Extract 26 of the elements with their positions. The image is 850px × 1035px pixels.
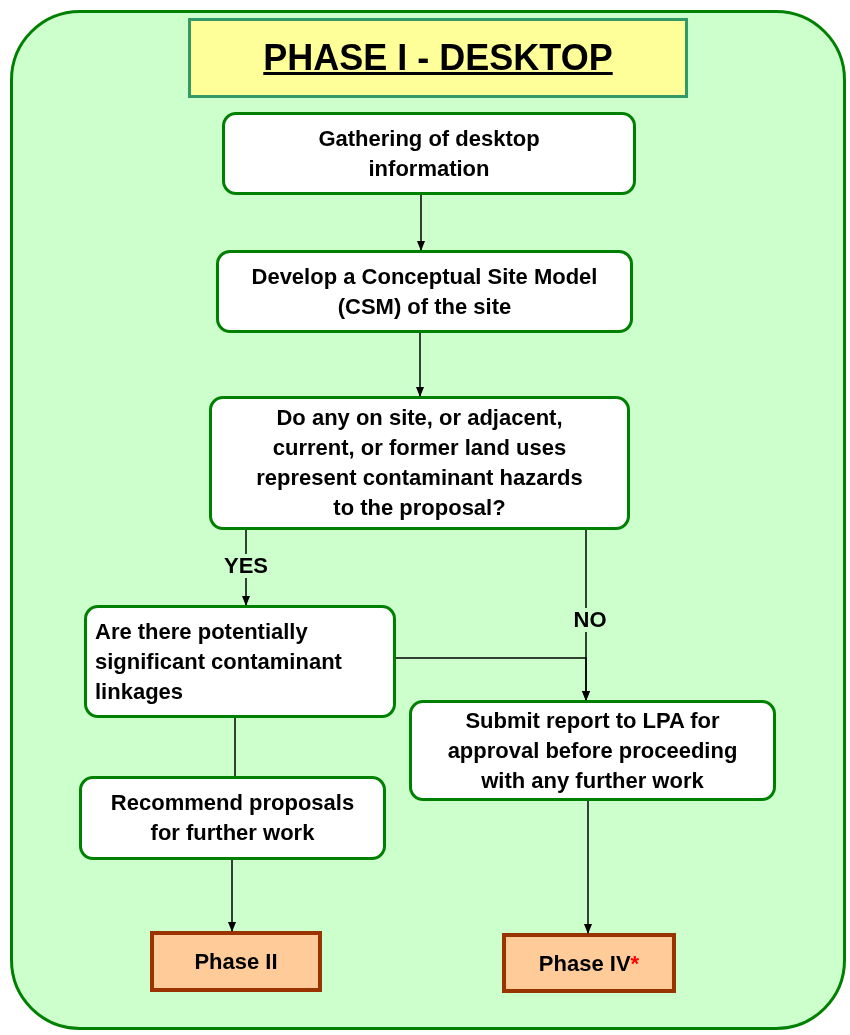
arrow	[228, 859, 236, 932]
title-box	[188, 18, 688, 98]
process-box	[79, 776, 386, 860]
arrow	[417, 194, 425, 251]
node-text: Develop a Conceptual Site Model (CSM) of the site	[251, 262, 598, 321]
edge-label: NO	[571, 608, 609, 632]
arrow	[416, 332, 424, 397]
process-box	[216, 250, 633, 333]
arrow	[395, 657, 590, 701]
process-box	[209, 396, 630, 530]
node-text: Phase II	[194, 948, 278, 976]
node-text: PHASE I - DESKTOP	[263, 36, 613, 80]
node-text: Gathering of desktop information	[317, 124, 541, 183]
phase-panel	[10, 10, 846, 1030]
arrow	[584, 800, 592, 934]
phase-box	[150, 931, 322, 992]
node-text: Do any on site, or adjacent, current, or former land uses represent contaminant hazards to the proposal?	[255, 404, 584, 522]
node-text: Are there potentially significant contaminant linkages	[95, 617, 343, 706]
process-box	[222, 112, 636, 195]
process-box	[84, 605, 396, 718]
node-text: Phase IV*	[538, 949, 640, 978]
edge-label: YES	[222, 554, 270, 578]
node-text: Recommend proposals for further work	[109, 789, 356, 847]
phase-box	[502, 933, 676, 993]
process-box	[409, 700, 776, 801]
node-text: Submit report to LPA for approval before proceeding with any further work	[446, 706, 739, 795]
